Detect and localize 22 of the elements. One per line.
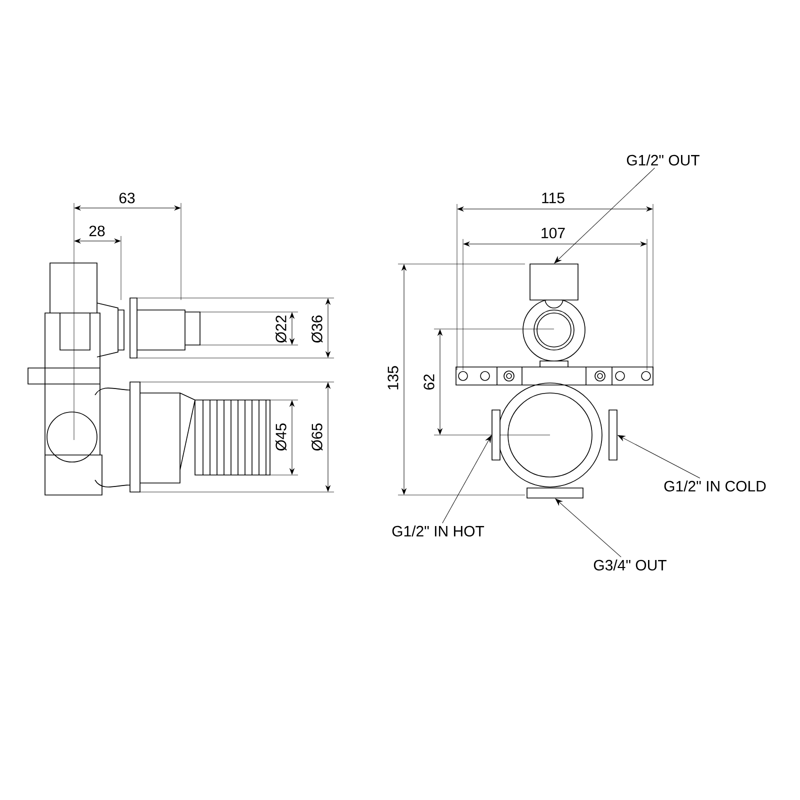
- port: [608, 410, 618, 460]
- port-label: G1/2" IN COLD: [664, 480, 766, 492]
- dimension-label: Ø36: [310, 314, 324, 344]
- leader-line: [554, 168, 655, 264]
- port-label: G3/4" OUT: [594, 560, 666, 570]
- leader-line: [442, 435, 492, 524]
- port-label: G1/2" IN HOT: [392, 526, 484, 536]
- dimension-label: 135: [386, 364, 400, 392]
- dimension-label: 107: [540, 226, 567, 240]
- leader-line: [555, 498, 622, 558]
- dimension-label: 28: [88, 224, 106, 238]
- dimension-label: Ø45: [274, 422, 288, 452]
- dimension-label: 63: [118, 192, 136, 204]
- dimension-label: 62: [422, 372, 436, 392]
- port: [492, 410, 500, 460]
- port-label: G1/2" OUT: [626, 154, 700, 166]
- port: [530, 264, 578, 300]
- dimension-label: 115: [540, 192, 566, 204]
- leader-line: [618, 435, 700, 478]
- port: [526, 488, 584, 498]
- dimension-label: Ø22: [274, 314, 288, 344]
- dimension-label: Ø65: [310, 422, 324, 452]
